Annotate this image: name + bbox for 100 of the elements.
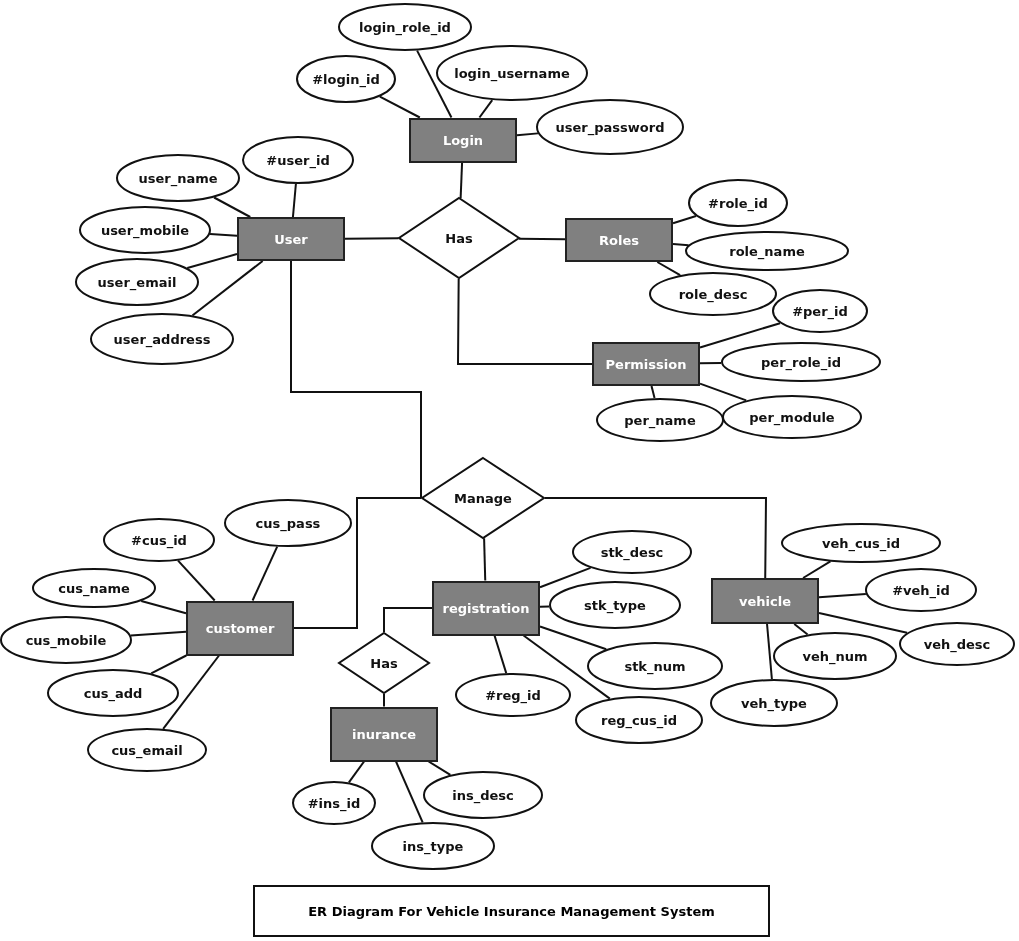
connector-line	[699, 382, 748, 402]
attribute-ellipse	[710, 679, 838, 727]
connector-line	[478, 99, 494, 119]
attribute-name: #reg_id	[485, 687, 541, 703]
relationship-diamond	[398, 197, 520, 279]
connector-line	[347, 760, 366, 784]
connector-line	[516, 132, 539, 137]
attribute-name: role_name	[729, 243, 805, 259]
attribute-name: cus_name	[58, 580, 130, 596]
connector-line	[818, 592, 867, 599]
entity-box	[565, 218, 673, 262]
attribute-name: veh_num	[802, 648, 868, 664]
connector-line	[383, 693, 385, 708]
connector-line	[177, 559, 216, 602]
attribute-name: cus_add	[83, 685, 143, 701]
attribute-name: per_module	[749, 409, 835, 425]
entity-name: Login	[442, 132, 484, 148]
attribute-ellipse	[116, 154, 240, 202]
connector-line	[544, 497, 767, 579]
entity-box	[237, 217, 345, 261]
attribute-name: per_name	[624, 412, 696, 428]
attribute-name: #per_id	[792, 303, 848, 319]
connector-line	[344, 237, 400, 240]
attribute-ellipse	[722, 395, 862, 439]
connector-line	[539, 566, 592, 589]
attribute-name: veh_cus_id	[822, 535, 900, 551]
entity-name: vehicle	[739, 593, 791, 609]
attribute-ellipse	[90, 313, 234, 365]
attribute-ellipse	[587, 642, 723, 690]
connector-line	[162, 654, 221, 730]
connector-line	[493, 634, 508, 675]
attribute-ellipse	[772, 289, 868, 333]
entity-name: Roles	[599, 232, 639, 248]
attribute-name: ins_desc	[452, 787, 514, 803]
attribute-name: #role_id	[708, 195, 768, 211]
attribute-name: user_email	[97, 274, 177, 290]
attribute-ellipse	[338, 3, 472, 51]
connector-line	[416, 49, 453, 119]
relationship-name: Manage	[454, 490, 512, 506]
attribute-ellipse	[575, 696, 703, 744]
entity-box	[330, 706, 438, 762]
connector-line	[459, 161, 464, 200]
attribute-ellipse	[596, 398, 724, 442]
attribute-name: stk_desc	[600, 544, 664, 560]
connector-line	[209, 233, 238, 237]
connector-line	[291, 183, 297, 218]
connector-line	[672, 243, 690, 247]
attribute-name: #login_id	[312, 71, 380, 87]
attribute-ellipse	[781, 523, 941, 563]
attribute-name: user_password	[555, 119, 665, 135]
attribute-ellipse	[899, 622, 1015, 666]
attribute-ellipse	[865, 568, 977, 612]
entity-name: Permission	[605, 356, 687, 372]
diagram-title: ER Diagram For Vehicle Insurance Management System	[308, 903, 715, 919]
connector-line	[483, 537, 487, 582]
attribute-ellipse	[688, 179, 788, 227]
attribute-name: user_address	[113, 331, 211, 347]
attribute-ellipse	[549, 581, 681, 629]
entity-name: User	[274, 231, 308, 247]
attribute-name: cus_pass	[255, 515, 321, 531]
connector-line	[457, 277, 593, 365]
connector-line	[699, 362, 723, 365]
connector-line	[802, 560, 832, 579]
attribute-name: reg_cus_id	[601, 712, 677, 728]
connector-line	[517, 237, 566, 241]
connector-line	[251, 545, 279, 602]
connector-line	[699, 322, 781, 349]
attribute-ellipse	[455, 673, 571, 717]
connector-line	[539, 625, 608, 651]
attribute-name: #veh_id	[892, 582, 950, 598]
entity-box	[711, 578, 819, 624]
entity-box	[592, 342, 700, 386]
attribute-ellipse	[87, 728, 207, 772]
attribute-ellipse	[721, 342, 881, 382]
attribute-ellipse	[773, 632, 897, 680]
attribute-name: #cus_id	[131, 532, 187, 548]
attribute-ellipse	[32, 568, 156, 608]
attribute-ellipse	[536, 99, 684, 155]
connector-line	[293, 497, 422, 629]
connector-line	[818, 612, 909, 634]
attribute-ellipse	[103, 518, 215, 562]
attribute-name: cus_mobile	[25, 632, 107, 648]
connector-line	[290, 260, 422, 499]
attribute-ellipse	[47, 669, 179, 717]
connector-line	[793, 623, 809, 636]
relationship-diamond	[338, 632, 430, 694]
connector-line	[383, 607, 433, 633]
attribute-ellipse	[224, 499, 352, 547]
attribute-ellipse	[242, 136, 354, 184]
attribute-ellipse	[685, 231, 849, 271]
connector-line	[427, 760, 452, 776]
attribute-ellipse	[371, 822, 495, 870]
attribute-ellipse	[75, 258, 199, 306]
connector-line	[650, 385, 656, 400]
relationship-name: Has	[370, 655, 398, 671]
connector-line	[395, 760, 424, 824]
relationship-name: Has	[445, 230, 473, 246]
attribute-ellipse	[296, 55, 396, 103]
relationship-diamond	[421, 457, 545, 539]
connector-line	[656, 261, 682, 277]
